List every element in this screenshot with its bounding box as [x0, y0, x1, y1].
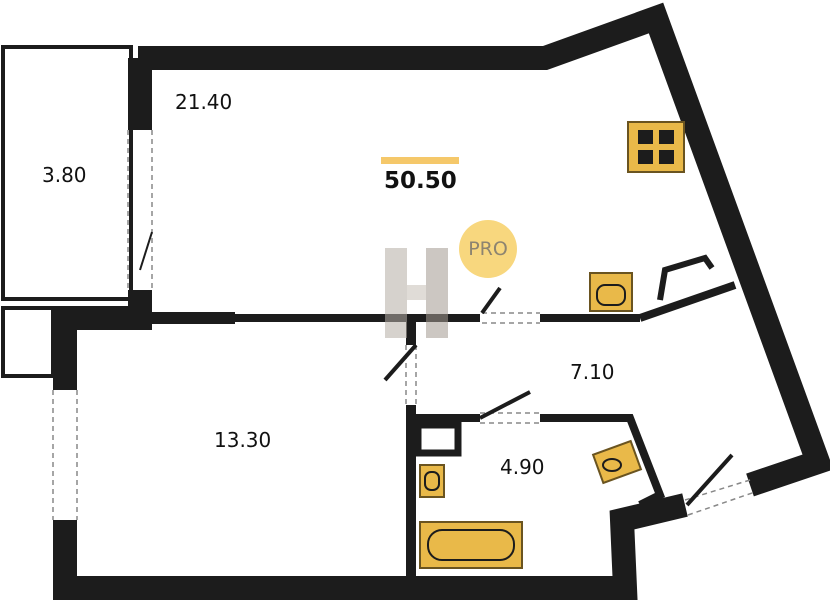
room-area-living-kitchen: 21.40	[175, 90, 233, 114]
walls	[53, 2, 830, 600]
room-area-balcony: 3.80	[42, 163, 87, 187]
room-area-bathroom: 4.90	[500, 455, 545, 479]
bathtub-icon	[419, 521, 523, 569]
kitchen-sink-icon	[589, 272, 633, 312]
bathroom-sink-icon	[419, 464, 445, 498]
pro-badge: PRO	[459, 220, 517, 278]
toilet-icon	[591, 439, 643, 485]
total-area: 50.50	[384, 168, 457, 194]
door-leaves	[139, 231, 734, 507]
stove-icon	[627, 121, 685, 173]
logo-h-icon	[385, 248, 448, 338]
room-area-bedroom: 13.30	[214, 428, 272, 452]
area-underline	[381, 157, 459, 164]
pro-badge-label: PRO	[468, 238, 508, 260]
room-area-hallway: 7.10	[570, 360, 615, 384]
